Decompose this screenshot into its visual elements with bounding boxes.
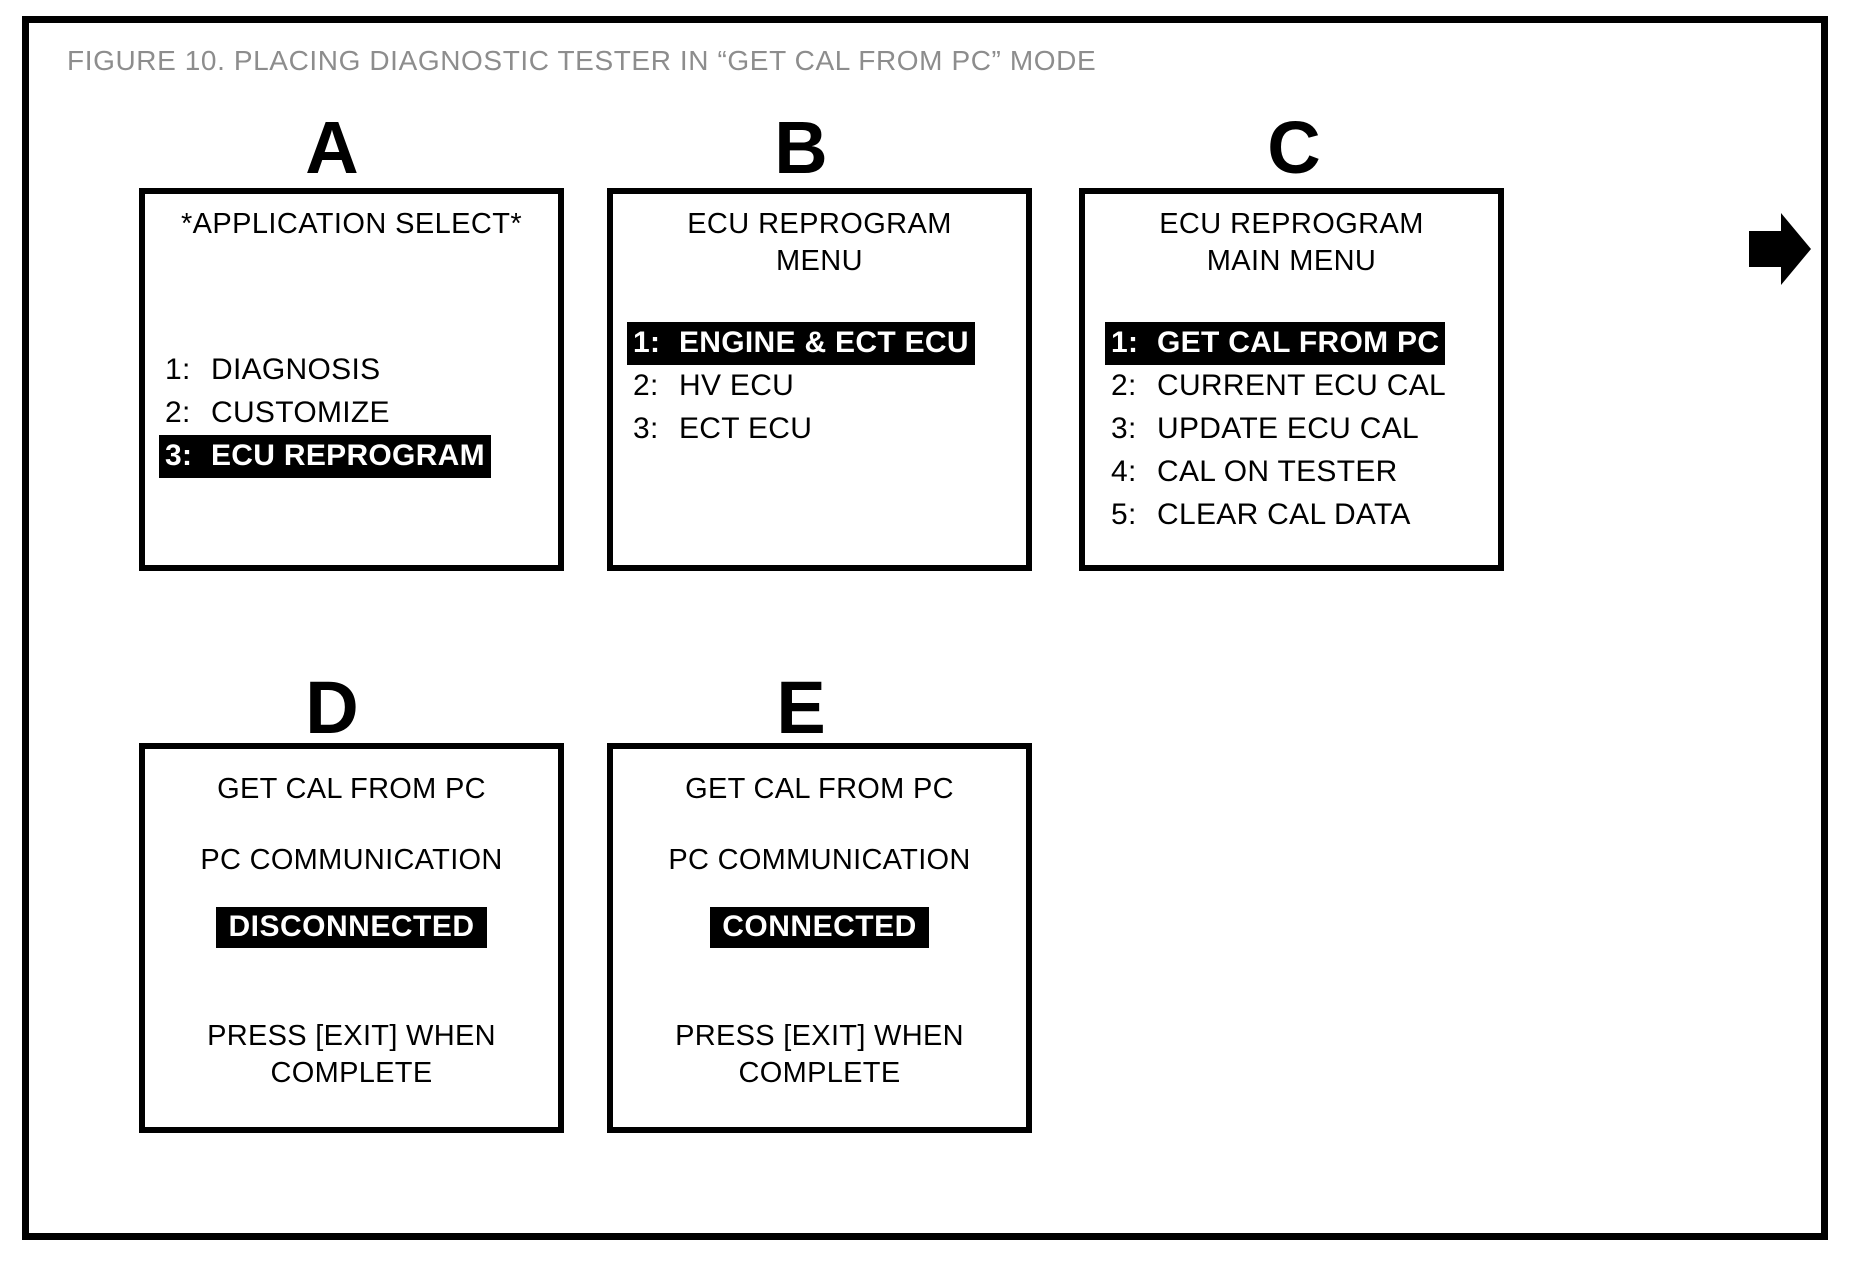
menu-item-ect-ecu[interactable]: 3: ECT ECU (627, 408, 818, 451)
screen-e-subtitle: PC COMMUNICATION (668, 844, 971, 876)
menu-item-diagnosis[interactable]: 1: DIAGNOSIS (159, 349, 386, 392)
menu-item-current-ecu-cal[interactable]: 2: CURRENT ECU CAL (1105, 365, 1452, 408)
screen-d-footer: PRESS [EXIT] WHEN COMPLETE (207, 1020, 496, 1090)
arrow-right-icon (1749, 213, 1811, 285)
screen-d-subtitle: PC COMMUNICATION (200, 844, 503, 876)
menu-item-number: 2: (165, 396, 191, 429)
arrow-c-to-d (1749, 209, 1811, 289)
panel-letter-a: A (305, 106, 359, 189)
menu-item-label: HV ECU (679, 369, 795, 403)
menu-item-number: 5: (1111, 497, 1137, 531)
menu-item-label: CAL ON TESTER (1157, 454, 1398, 488)
menu-item-cal-on-tester[interactable]: 4: CAL ON TESTER (1105, 451, 1404, 494)
menu-item-number: 1: (165, 353, 191, 387)
menu-item-clear-cal-data[interactable]: 5: CLEAR CAL DATA (1105, 494, 1417, 537)
panel-letter-e: E (776, 666, 826, 749)
menu-item-number: 1: (1111, 326, 1139, 360)
status-badge-connected: CONNECTED (710, 907, 929, 948)
panel-letter-d: D (305, 666, 359, 749)
screen-a-menu: 1: DIAGNOSIS 2: CUSTOMIZE 3: ECU REPROGR… (159, 349, 558, 478)
screen-c-menu: 1: GET CAL FROM PC 2: CURRENT ECU CAL 3:… (1105, 322, 1498, 536)
screen-get-cal-connected: GET CAL FROM PC PC COMMUNICATION CONNECT… (607, 743, 1032, 1133)
menu-item-hv-ecu[interactable]: 2: HV ECU (627, 365, 800, 408)
menu-item-ecu-reprogram[interactable]: 3: ECU REPROGRAM (159, 434, 491, 478)
screen-d-title: GET CAL FROM PC (217, 773, 486, 805)
menu-item-label: ECT ECU (679, 412, 813, 445)
menu-item-label: DIAGNOSIS (211, 353, 381, 387)
screen-b-menu: 1: ENGINE & ECT ECU 2: HV ECU 3: ECT ECU (627, 322, 1026, 451)
menu-item-number: 2: (633, 369, 659, 403)
figure-caption: FIGURE 10. PLACING DIAGNOSTIC TESTER IN … (67, 45, 1097, 76)
figure-frame: FIGURE 10. PLACING DIAGNOSTIC TESTER IN … (22, 16, 1828, 1240)
screen-a-title: *APPLICATION SELECT* (180, 208, 523, 240)
screen-e-footer: PRESS [EXIT] WHEN COMPLETE (675, 1020, 964, 1090)
screen-c-title: ECU REPROGRAM MAIN MENU (1159, 208, 1424, 278)
menu-item-label: ECU REPROGRAM (211, 438, 485, 472)
menu-item-label: GET CAL FROM PC (1157, 326, 1440, 360)
screen-e-title: GET CAL FROM PC (685, 773, 954, 805)
menu-item-number: 3: (633, 412, 659, 445)
menu-item-label: CLEAR CAL DATA (1157, 497, 1411, 531)
screen-ecu-reprogram-main-menu: ECU REPROGRAM MAIN MENU 1: GET CAL FROM … (1079, 188, 1504, 571)
menu-item-update-ecu-cal[interactable]: 3: UPDATE ECU CAL (1105, 408, 1425, 451)
menu-item-number: 1: (633, 326, 661, 360)
panel-letter-b: B (774, 106, 828, 189)
screen-application-select: *APPLICATION SELECT* 1: DIAGNOSIS 2: CUS… (139, 188, 564, 571)
menu-item-label: CUSTOMIZE (211, 396, 390, 429)
menu-item-number: 4: (1111, 454, 1137, 488)
menu-item-number: 3: (165, 438, 193, 472)
menu-item-number: 2: (1111, 369, 1137, 403)
screen-ecu-reprogram-menu: ECU REPROGRAM MENU 1: ENGINE & ECT ECU 2… (607, 188, 1032, 571)
menu-item-label: CURRENT ECU CAL (1157, 369, 1446, 403)
menu-item-label: ENGINE & ECT ECU (679, 326, 969, 360)
menu-item-number: 3: (1111, 412, 1137, 445)
panel-letter-c: C (1267, 106, 1321, 189)
menu-item-customize[interactable]: 2: CUSTOMIZE (159, 392, 396, 435)
menu-item-label: UPDATE ECU CAL (1157, 412, 1420, 445)
menu-item-get-cal-from-pc[interactable]: 1: GET CAL FROM PC (1105, 322, 1446, 366)
menu-item-engine-ect-ecu[interactable]: 1: ENGINE & ECT ECU (627, 322, 975, 366)
screen-b-title: ECU REPROGRAM MENU (687, 208, 952, 278)
status-badge-disconnected: DISCONNECTED (216, 907, 487, 948)
screen-get-cal-disconnected: GET CAL FROM PC PC COMMUNICATION DISCONN… (139, 743, 564, 1133)
